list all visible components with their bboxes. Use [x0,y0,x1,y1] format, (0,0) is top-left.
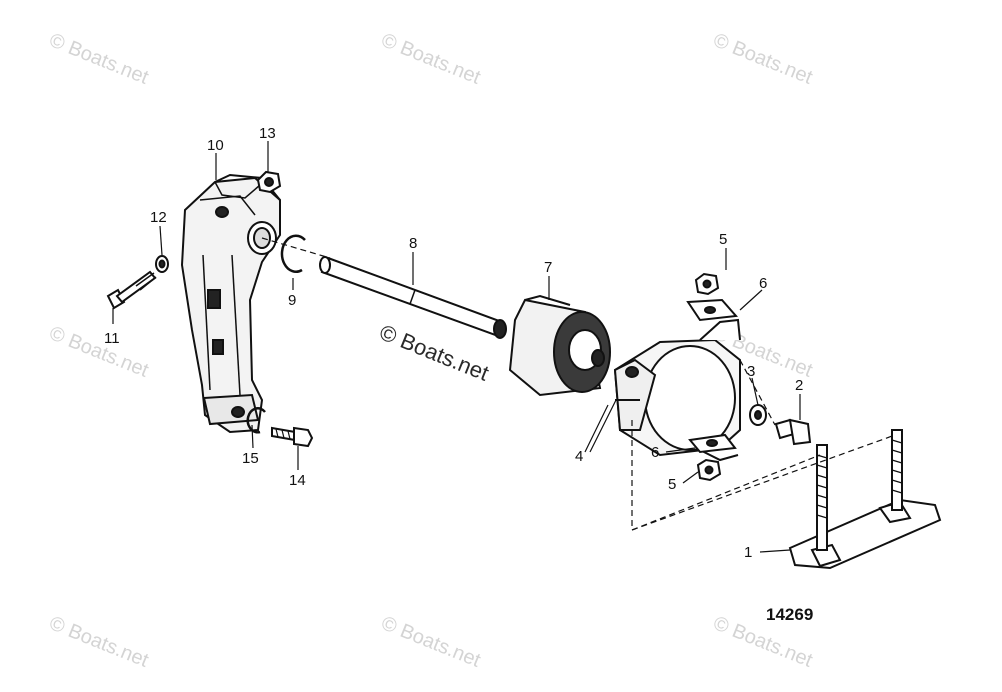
bolt-part-2 [774,418,812,446]
callout-5-bottom: 5 [668,476,676,493]
retaining-ring-part-9 [280,234,306,273]
callout-11: 11 [104,330,120,347]
figure-number: 14269 [766,605,813,624]
bushing-part-7 [508,294,611,397]
washer-part-12 [155,255,169,273]
nut-part-5-bottom [696,458,722,482]
callout-14: 14 [289,472,306,489]
callout-9: 9 [288,292,296,309]
callout-2: 2 [795,377,803,394]
center-watermark: © Boats.net [376,319,492,385]
callout-15: 15 [242,450,259,467]
nut-part-5-top [694,272,720,296]
assembly-lines [261,237,896,531]
callout-8: 8 [409,235,417,252]
callout-5-top: 5 [719,231,727,248]
watermark: © Boats.net [378,612,484,672]
base-plate-part-1 [788,429,942,570]
watermark: © Boats.net [378,29,484,89]
callout-7: 7 [544,259,552,276]
nut-part-13 [256,170,282,194]
steering-arm-part-10 [180,173,281,434]
callout-13: 13 [259,125,276,142]
watermark: © Boats.net [710,29,816,89]
callout-12: 12 [150,209,167,226]
callout-1: 1 [744,544,752,561]
callout-4: 4 [575,448,583,465]
clamp-part-4 [613,318,741,462]
callout-6-bottom: 6 [651,444,659,461]
plate-part-6-bottom [688,433,737,454]
watermark: © Boats.net [46,29,152,89]
plate-part-6-top [686,298,739,322]
watermark: © Boats.net [46,612,152,672]
callout-3: 3 [747,363,755,380]
bolt-part-11 [106,270,157,310]
leader-lines [112,141,801,553]
bolt-part-14 [271,426,314,448]
callout-6-top: 6 [759,275,767,292]
washer-part-3 [749,404,767,426]
watermark: © Boats.net [46,322,152,382]
retaining-ring-part-15 [246,407,266,434]
callout-layer: 10 13 12 11 9 8 7 5 6 3 2 4 6 5 1 15 14 [104,125,803,561]
shaft-part-8 [319,256,507,339]
callout-10: 10 [207,137,224,154]
